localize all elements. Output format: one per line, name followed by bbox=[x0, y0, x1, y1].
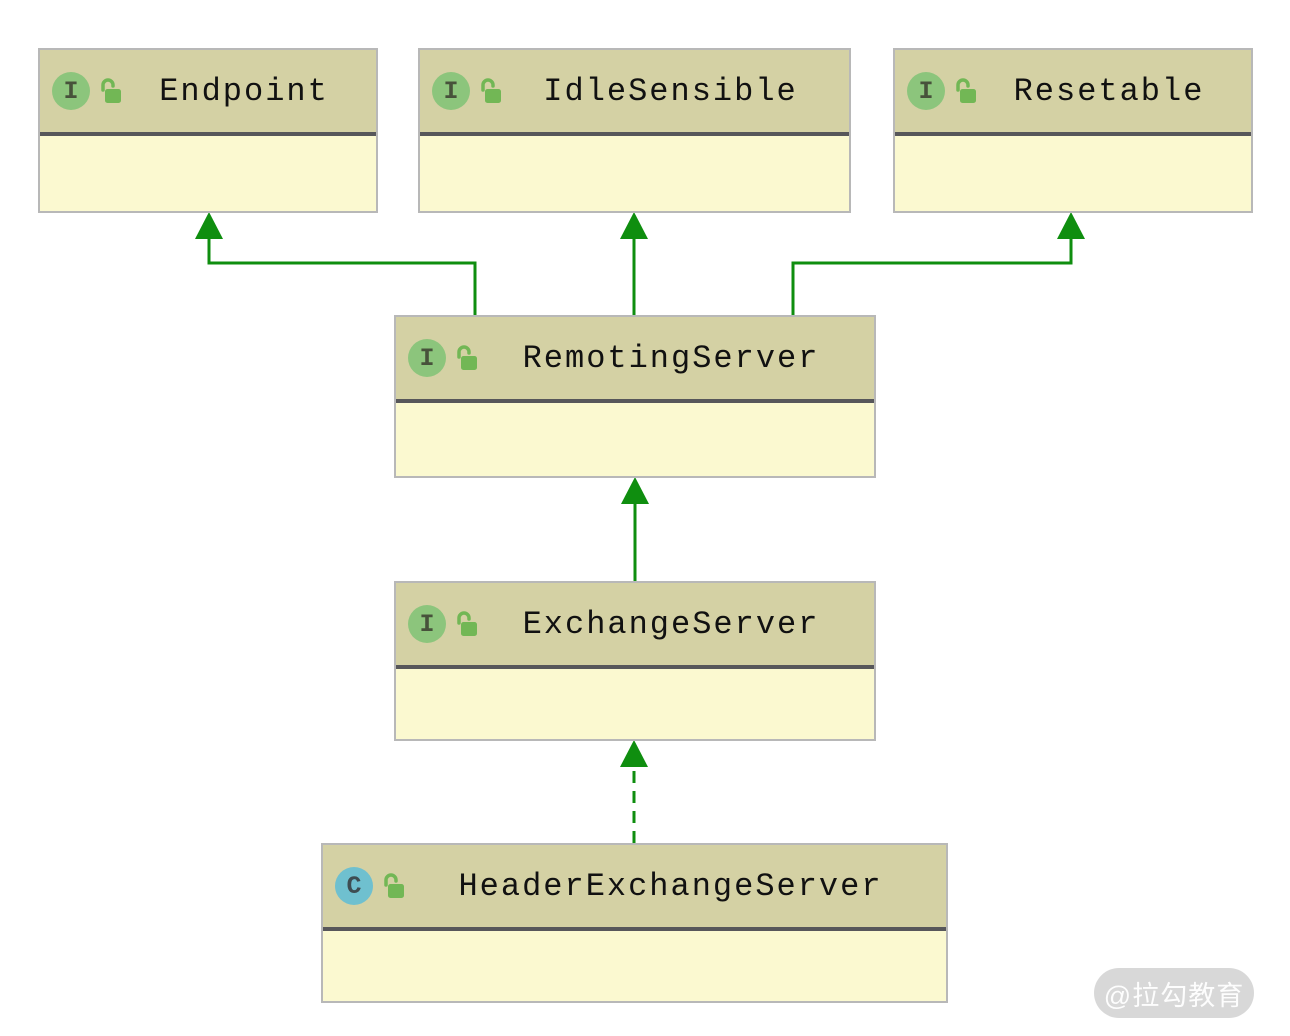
header-body-separator bbox=[396, 399, 874, 403]
open-padlock-icon bbox=[384, 873, 404, 898]
uml-node-headerexchangeserver[interactable]: C HeaderExchangeServer bbox=[321, 843, 948, 1003]
header-body-separator bbox=[323, 927, 946, 931]
node-header: I ExchangeServer bbox=[396, 583, 874, 665]
arrowhead-extends-endpoint bbox=[195, 212, 223, 239]
node-header: I Endpoint bbox=[40, 50, 376, 132]
arrowhead-extends-resetable bbox=[1057, 212, 1085, 239]
arrowhead-implements-exchangeserver bbox=[620, 740, 648, 767]
header-body-separator bbox=[396, 665, 874, 669]
node-title: IdleSensible bbox=[543, 72, 798, 110]
node-header: I IdleSensible bbox=[420, 50, 849, 132]
interface-icon: I bbox=[52, 72, 90, 110]
uml-node-remotingserver[interactable]: I RemotingServer bbox=[394, 315, 876, 478]
uml-node-exchangeserver[interactable]: I ExchangeServer bbox=[394, 581, 876, 741]
node-header: C HeaderExchangeServer bbox=[323, 845, 946, 927]
edge-headerexchangeserver-implements-exchangeserver bbox=[620, 740, 648, 843]
uml-node-endpoint[interactable]: I Endpoint bbox=[38, 48, 378, 213]
arrowhead-extends-remotingserver bbox=[621, 477, 649, 504]
header-body-separator bbox=[420, 132, 849, 136]
open-padlock-icon bbox=[481, 78, 501, 103]
node-title: ExchangeServer bbox=[522, 605, 820, 643]
watermark-badge: @拉勾教育 bbox=[1094, 968, 1254, 1018]
watermark-text: @拉勾教育 bbox=[1103, 980, 1245, 1011]
open-padlock-icon bbox=[956, 78, 976, 103]
interface-icon: I bbox=[432, 72, 470, 110]
node-header: I RemotingServer bbox=[396, 317, 874, 399]
node-body bbox=[420, 136, 849, 211]
edge-remotingserver-extends-resetable bbox=[791, 212, 1085, 315]
uml-node-resetable[interactable]: I Resetable bbox=[893, 48, 1253, 213]
open-padlock-icon bbox=[457, 345, 477, 370]
open-padlock-icon bbox=[457, 611, 477, 636]
interface-icon: I bbox=[907, 72, 945, 110]
edge-exchangeserver-extends-remotingserver bbox=[621, 477, 649, 581]
node-body bbox=[323, 931, 946, 1001]
node-title: Endpoint bbox=[159, 72, 329, 110]
interface-icon: I bbox=[408, 339, 446, 377]
node-body bbox=[396, 669, 874, 739]
uml-node-idlesensible[interactable]: I IdleSensible bbox=[418, 48, 851, 213]
arrowhead-extends-idlesensible bbox=[620, 212, 648, 239]
edge-remotingserver-extends-idlesensible bbox=[620, 212, 648, 315]
node-body bbox=[40, 136, 376, 211]
node-title: HeaderExchangeServer bbox=[458, 867, 883, 905]
header-body-separator bbox=[895, 132, 1251, 136]
interface-icon: I bbox=[408, 605, 446, 643]
header-body-separator bbox=[40, 132, 376, 136]
node-title: Resetable bbox=[1013, 72, 1205, 110]
node-body bbox=[895, 136, 1251, 211]
node-title: RemotingServer bbox=[522, 339, 820, 377]
class-icon: C bbox=[335, 867, 373, 905]
edge-remotingserver-extends-endpoint bbox=[195, 212, 477, 315]
node-header: I Resetable bbox=[895, 50, 1251, 132]
open-padlock-icon bbox=[101, 78, 121, 103]
node-body bbox=[396, 403, 874, 476]
